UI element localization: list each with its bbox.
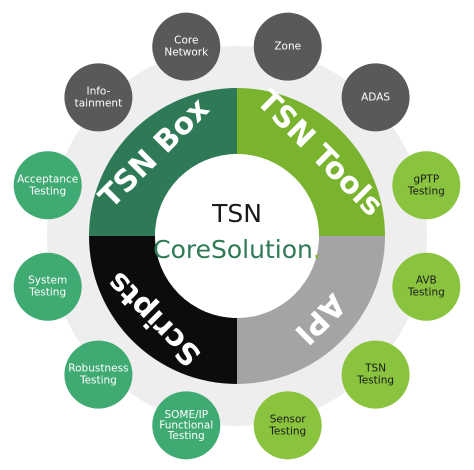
satellite-label-line: AVB: [416, 275, 437, 287]
satellite-circle: [341, 63, 410, 132]
satellite-label-line: gPTP: [413, 173, 439, 185]
satellite-circle: [64, 63, 133, 132]
satellite-circle: [13, 151, 82, 220]
satellite-label-line: Testing: [28, 287, 66, 299]
satellite-label-line: Testing: [356, 375, 394, 387]
satellite-label-line: Testing: [268, 425, 306, 437]
satellite-label-line: ADAS: [361, 91, 390, 103]
satellite-label: ADAS: [361, 91, 390, 103]
satellite-label-line: tainment: [75, 97, 123, 109]
satellite-zone: Zone: [253, 12, 322, 81]
center-subtitle: CoreSolution.: [153, 235, 321, 264]
tsn-tools-segment: [237, 88, 385, 236]
satellite-label-line: Functional: [159, 419, 213, 431]
satellite-label-line: Acceptance: [17, 173, 78, 185]
satellite-label-line: Info-: [86, 85, 110, 97]
scripts-segment: [89, 236, 237, 384]
satellite-label-line: SOME/IP: [164, 409, 208, 421]
satellite-label-line: Testing: [167, 430, 205, 442]
satellite-circle: [64, 340, 133, 409]
satellite-label-line: Testing: [407, 287, 445, 299]
satellite-label: Zone: [274, 41, 301, 53]
center-disc: [155, 154, 319, 318]
satellite-label-line: Robustness: [68, 363, 128, 375]
satellite-label-line: Network: [164, 47, 209, 59]
satellite-label-line: Testing: [407, 185, 445, 197]
tsn-box-segment: [89, 88, 237, 236]
center-title: TSN: [211, 199, 262, 228]
satellite-circle: [392, 252, 461, 321]
satellite-circle: [253, 391, 322, 460]
center-subtitle-dot: .: [313, 235, 321, 264]
satellite-label-line: Sensor: [270, 413, 307, 425]
satellite-label: Info-tainment: [75, 85, 123, 109]
satellite-label-line: Zone: [274, 41, 301, 53]
satellite-label-line: Testing: [28, 185, 66, 197]
satellite-circle: [13, 252, 82, 321]
satellite-label-line: System: [28, 275, 67, 287]
satellite-circle: [152, 12, 221, 81]
satellite-adas: ADAS: [341, 63, 410, 132]
satellite-label-line: TSN: [364, 363, 386, 375]
center-subtitle-main: CoreSolution: [153, 235, 313, 264]
satellite-circle: [341, 340, 410, 409]
satellite-circle: [392, 151, 461, 220]
satellite-infotainment: Info-tainment: [64, 63, 133, 132]
satellite-label-line: Testing: [79, 375, 117, 387]
satellite-label-line: Core: [174, 35, 198, 47]
satellite-circle: [253, 12, 322, 81]
api-segment: [237, 236, 385, 384]
satellite-circle: [152, 391, 221, 460]
